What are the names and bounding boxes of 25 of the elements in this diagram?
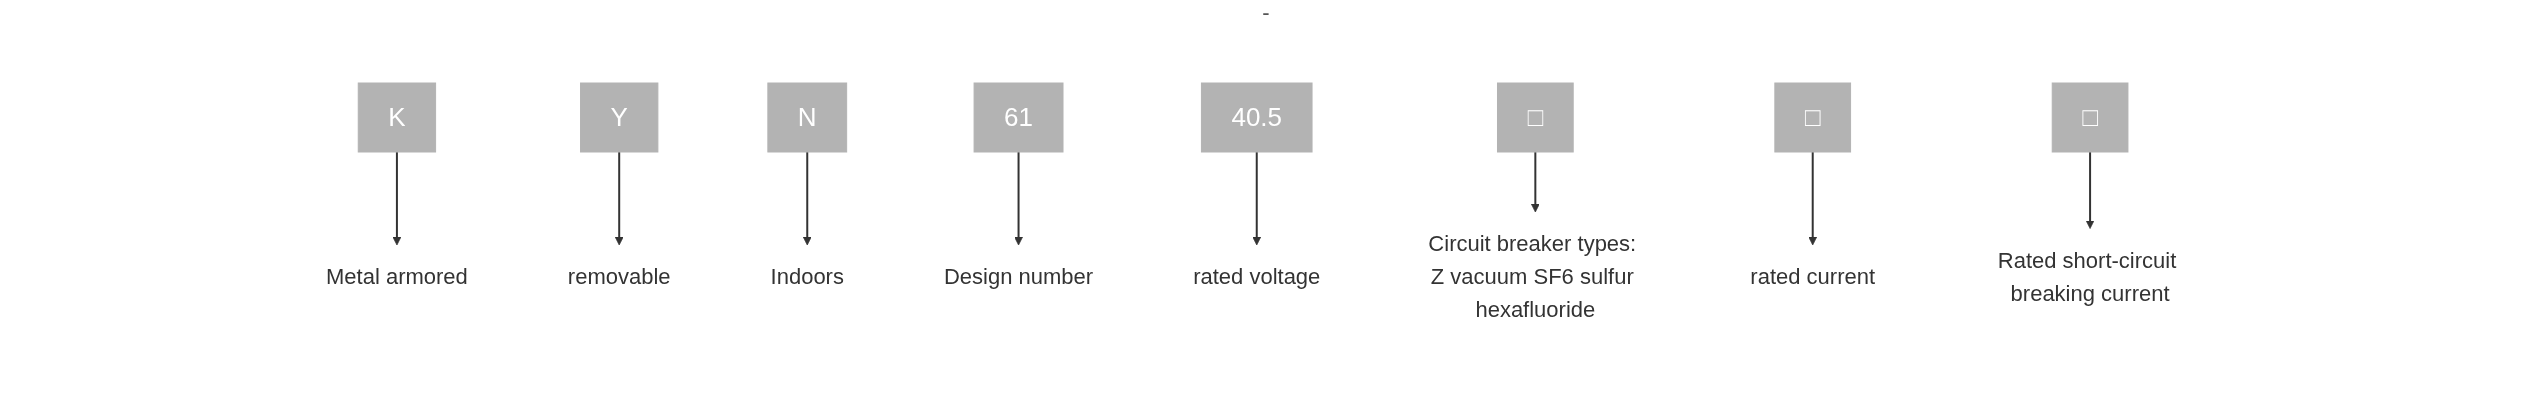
node-text: Metal armored [326,264,469,289]
node-box: □ [1497,82,1575,153]
node-text: removable [568,264,672,289]
arrow [2086,151,2095,229]
node-text: rated voltage [1193,264,1321,289]
arrow [1808,151,1818,246]
arrow [615,151,625,246]
node-box: N [767,82,848,153]
node-text: Circuit breaker types: Z vacuum SF6 sulfur hexafluoride [1428,231,1637,322]
node-box: 61 [974,82,1064,153]
arrow [1252,151,1262,246]
arrow [1531,151,1541,213]
node-box: Y [580,82,659,153]
node-box: 40.5 [1201,82,1313,153]
node-text: Design number [944,264,1094,289]
separator-text: - [1262,0,1270,25]
node-text: rated current [1750,264,1876,289]
node-text: Indoors [771,264,845,289]
arrow [1014,151,1024,246]
arrow [393,151,402,246]
node-box: □ [2052,82,2129,153]
arrow [803,151,813,246]
node-box: □ [1774,82,1852,153]
node-box: K [358,82,437,153]
node-text: Rated short-circuit breaking current [1998,247,2177,306]
